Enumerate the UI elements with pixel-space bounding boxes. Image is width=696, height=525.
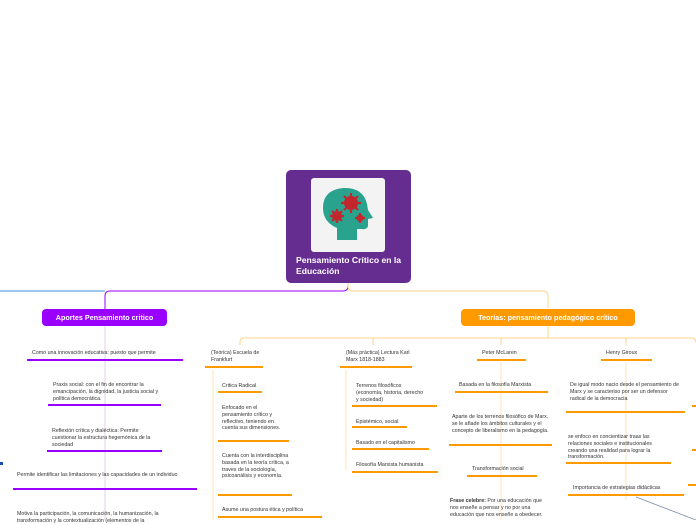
subtopic-praxis[interactable]: Praxis social: con el fin de encontrar l… xyxy=(53,382,159,402)
root-title: Pensamiento Crítico en la Educación xyxy=(296,255,402,276)
subtopic-ambitos-culturales[interactable]: Aparte de los terrenos filosófico de Mar… xyxy=(452,414,549,434)
subtopic-marx[interactable]: (Más práctica) Lectura Karl Marx 1818-18… xyxy=(346,350,410,363)
subtopic-enfocado[interactable]: Enfocado en el pensamiento crítico y ref… xyxy=(222,405,281,432)
subtopic-participacion[interactable]: Motiva la participación, la comunicación… xyxy=(17,511,159,524)
subtopic-epistemico[interactable]: Epistémico, social xyxy=(356,419,399,425)
subtopic-transformacion[interactable]: Transformación social xyxy=(472,466,524,472)
subtopic-interdisciplina[interactable]: Cuenta con la interdisciplina basada en … xyxy=(222,453,289,480)
subtopic-reflexion[interactable]: Reflexión crítica y dialéctica: Permite … xyxy=(52,428,151,448)
subtopic-postura-etica[interactable]: Asume una postura ética y política xyxy=(222,507,303,513)
subtopic-frankfurt[interactable]: (Teórica) Escuela de Frankfurt xyxy=(211,350,260,363)
subtopic-capitalismo[interactable]: Basado en el capitalismo xyxy=(356,440,415,446)
subtopic-estrategias[interactable]: Importancia de estrategias didácticas xyxy=(573,485,661,491)
subtopic-terrenos[interactable]: Terrenos filosóficos (economía, historia… xyxy=(356,383,424,403)
subtopic-critica-radical[interactable]: Critica Radical xyxy=(222,383,257,389)
subtopic-giroux[interactable]: Henry Giroux xyxy=(606,350,638,356)
subtopic-frase-celebre[interactable]: Frase celebre: Por una educación que nos… xyxy=(450,498,548,518)
connector-root-right xyxy=(347,283,549,308)
subtopic-filosofia-marxista[interactable]: Basada en la filosofía Marxista xyxy=(459,382,532,388)
subtopic-humanista[interactable]: Filosofía Marxista humanista xyxy=(356,462,424,468)
subtopic-mclaren[interactable]: Peter McLaren xyxy=(482,350,517,356)
marker-left xyxy=(0,462,3,465)
subtopic-concientizar[interactable]: se enfoco en concientizar traas las rela… xyxy=(568,434,652,461)
quote-text: Por una educación que nos enseñe a pensa… xyxy=(450,498,543,518)
head-gears-icon xyxy=(323,187,373,240)
connector-right-bar xyxy=(239,337,696,345)
root-image xyxy=(311,178,385,252)
quote-label: Frase celebre: xyxy=(450,498,486,504)
root-topic[interactable]: Pensamiento Crítico en la Educación xyxy=(286,170,411,283)
subtopic-democracia[interactable]: De igual modo nacio desde el pensamiento… xyxy=(570,382,679,402)
topic-teorias[interactable]: Teorías: pensamiento pedagógico crítico xyxy=(461,309,635,326)
subtopic-limitaciones[interactable]: Permite identificar las limitaciones y l… xyxy=(17,472,178,478)
subtopic-innovacion[interactable]: Como una innovación educativa: puesto qu… xyxy=(32,350,156,356)
connector-root-left xyxy=(104,283,349,309)
topic-aportes[interactable]: Aportes Pensamiento critico xyxy=(42,309,167,326)
